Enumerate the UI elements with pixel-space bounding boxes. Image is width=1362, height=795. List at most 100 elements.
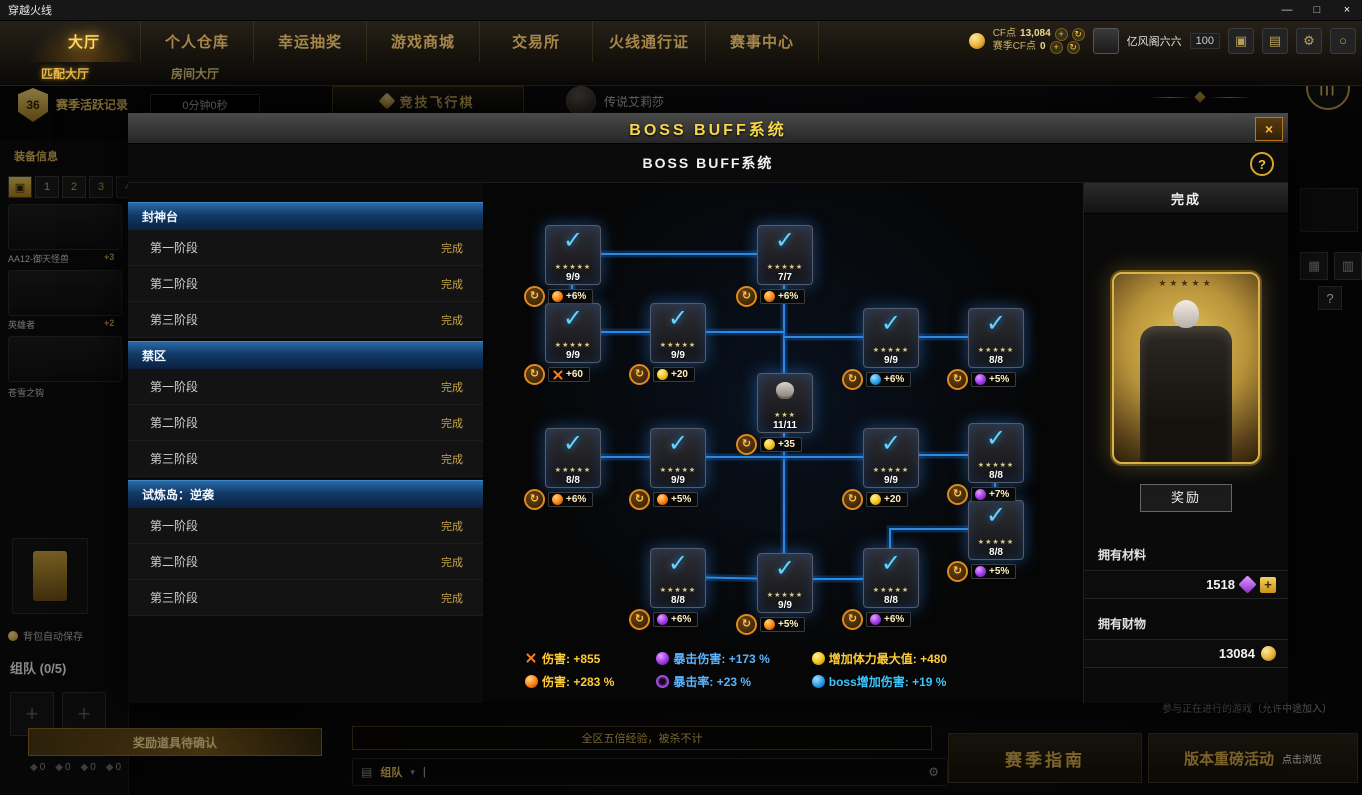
- refresh-icon[interactable]: ↻: [947, 561, 968, 582]
- event-banner[interactable]: 竞技飞行棋: [332, 86, 524, 116]
- stage-row[interactable]: 第三阶段完成: [128, 441, 483, 477]
- stage-row[interactable]: 第三阶段完成: [128, 302, 483, 338]
- weapon-thumbnail[interactable]: [8, 270, 122, 316]
- team-slot-add[interactable]: +: [10, 692, 54, 736]
- reward-pending-bar[interactable]: 奖励道具待确认: [28, 728, 322, 756]
- stage-row[interactable]: 第一阶段完成: [128, 230, 483, 266]
- refresh-icon[interactable]: ↻: [736, 614, 757, 635]
- nav-tab-3[interactable]: 幸运抽奖: [254, 20, 367, 62]
- skill-node-n15[interactable]: ✓★★★★★8/8: [863, 548, 919, 608]
- skill-node-n5[interactable]: ✓★★★★★9/9: [863, 308, 919, 368]
- nav-tab-2[interactable]: 个人仓库: [141, 20, 254, 62]
- skill-node-n9[interactable]: ✓★★★★★9/9: [650, 428, 706, 488]
- weapon-thumbnail[interactable]: [8, 336, 122, 382]
- social-count[interactable]: ◆0: [105, 762, 122, 773]
- nav-tab-7[interactable]: 赛事中心: [706, 20, 819, 62]
- stage-row[interactable]: 第一阶段完成: [128, 369, 483, 405]
- bag-autosave-toggle[interactable]: 背包自动保存: [8, 628, 83, 643]
- refresh-icon[interactable]: ↻: [629, 364, 650, 385]
- skill-node-n7[interactable]: ★★★11/11: [757, 373, 813, 433]
- refresh-icon[interactable]: ↻: [1071, 28, 1085, 41]
- node-stars: ★★★★★: [872, 347, 910, 354]
- skill-node-n4[interactable]: ✓★★★★★9/9: [650, 303, 706, 363]
- chat-channel-label[interactable]: 组队: [380, 767, 403, 779]
- shield-icon[interactable]: ▣: [1228, 28, 1254, 54]
- add-icon[interactable]: +: [1049, 41, 1063, 54]
- refresh-icon[interactable]: ↻: [524, 286, 545, 307]
- modal-close-button[interactable]: ×: [1255, 117, 1283, 141]
- add-icon[interactable]: +: [1054, 28, 1068, 41]
- weapon-mod: +2: [104, 318, 115, 328]
- skill-node-n3[interactable]: ✓★★★★★9/9: [545, 303, 601, 363]
- item-card[interactable]: [12, 538, 88, 614]
- nav-tab-6[interactable]: 火线通行证: [593, 20, 706, 62]
- nav-tab-5[interactable]: 交易所: [480, 20, 593, 62]
- maximize-button[interactable]: □: [1313, 4, 1321, 16]
- refresh-icon[interactable]: ↻: [736, 286, 757, 307]
- refresh-icon[interactable]: ↻: [736, 434, 757, 455]
- refresh-icon[interactable]: ↻: [629, 489, 650, 510]
- stage-row[interactable]: 第二阶段完成: [128, 544, 483, 580]
- season-guide-button[interactable]: 赛季指南: [948, 733, 1142, 783]
- stage-row[interactable]: 第二阶段完成: [128, 266, 483, 302]
- chart-icon[interactable]: ▥: [1334, 252, 1362, 280]
- refresh-icon[interactable]: ↻: [842, 609, 863, 630]
- minimize-button[interactable]: —: [1281, 4, 1293, 16]
- card-stars: ★★★★★: [1158, 278, 1214, 288]
- version-event-button[interactable]: 版本重磅活动 点击浏览: [1148, 733, 1358, 783]
- weapon-thumbnail[interactable]: [8, 204, 122, 250]
- stage-row[interactable]: 第一阶段完成: [128, 508, 483, 544]
- slot-icon[interactable]: ▣: [8, 176, 32, 198]
- gear-icon[interactable]: ⚙: [1296, 28, 1322, 54]
- equip-slot[interactable]: 1: [35, 176, 59, 198]
- add-materials-button[interactable]: +: [1260, 576, 1276, 593]
- reward-button[interactable]: 奖励: [1140, 484, 1232, 512]
- crate-thumbnail[interactable]: [1300, 188, 1358, 232]
- social-count[interactable]: ◆0: [55, 762, 71, 773]
- help-chip[interactable]: ?: [1318, 286, 1342, 310]
- stage-name: 第二阶段: [150, 555, 199, 569]
- tab-match-lobby[interactable]: 匹配大厅: [40, 67, 89, 81]
- social-count[interactable]: ◆0: [80, 762, 96, 773]
- refresh-icon[interactable]: ↻: [1066, 41, 1080, 54]
- refresh-icon[interactable]: ↻: [524, 489, 545, 510]
- refresh-icon[interactable]: ↻: [524, 364, 545, 385]
- stage-row[interactable]: 第二阶段完成: [128, 405, 483, 441]
- stage-status-badge: 完成: [441, 314, 463, 327]
- tab-room-lobby[interactable]: 房间大厅: [170, 67, 219, 81]
- power-icon[interactable]: ○: [1330, 28, 1356, 54]
- grid-icon[interactable]: ▦: [1300, 252, 1328, 280]
- nav-tab-1[interactable]: 大厅: [28, 20, 141, 62]
- buff-badge: +6%: [760, 289, 806, 304]
- skill-node-n8[interactable]: ✓★★★★★8/8: [545, 428, 601, 488]
- help-icon[interactable]: ?: [1250, 152, 1274, 176]
- chat-input[interactable]: |: [422, 766, 426, 778]
- skill-node-n2[interactable]: ✓★★★★★7/7: [757, 225, 813, 285]
- equip-slot[interactable]: 2: [62, 176, 86, 198]
- skill-node-n1[interactable]: ✓★★★★★9/9: [545, 225, 601, 285]
- chat-settings-icon[interactable]: ⚙: [928, 765, 939, 779]
- chat-icon[interactable]: ▤: [1262, 28, 1288, 54]
- refresh-icon[interactable]: ↻: [947, 484, 968, 505]
- skill-node-n12[interactable]: ✓★★★★★8/8: [968, 500, 1024, 560]
- flame-icon: [657, 494, 668, 505]
- chat-bar[interactable]: ▤ 组队 ▾ | ⚙: [352, 758, 948, 786]
- chevron-down-icon[interactable]: ▾: [410, 766, 415, 777]
- flame-icon: [552, 494, 563, 505]
- refresh-icon[interactable]: ↻: [629, 609, 650, 630]
- refresh-icon[interactable]: ↻: [842, 489, 863, 510]
- window-close-button[interactable]: ×: [1343, 4, 1351, 16]
- stage-row[interactable]: 第三阶段完成: [128, 580, 483, 616]
- chat-list-icon[interactable]: ▤: [361, 765, 373, 779]
- skill-node-n10[interactable]: ✓★★★★★9/9: [863, 428, 919, 488]
- nav-tab-4[interactable]: 游戏商城: [367, 20, 480, 62]
- guild-avatar[interactable]: [1092, 28, 1119, 54]
- social-count[interactable]: ◆0: [30, 762, 46, 773]
- refresh-icon[interactable]: ↻: [842, 369, 863, 390]
- skill-node-n11[interactable]: ✓★★★★★8/8: [968, 423, 1024, 483]
- skill-node-n14[interactable]: ✓★★★★★9/9: [757, 553, 813, 613]
- refresh-icon[interactable]: ↻: [947, 369, 968, 390]
- skill-node-n6[interactable]: ✓★★★★★8/8: [968, 308, 1024, 368]
- skill-node-n13[interactable]: ✓★★★★★8/8: [650, 548, 706, 608]
- equip-slot[interactable]: 3: [89, 176, 113, 198]
